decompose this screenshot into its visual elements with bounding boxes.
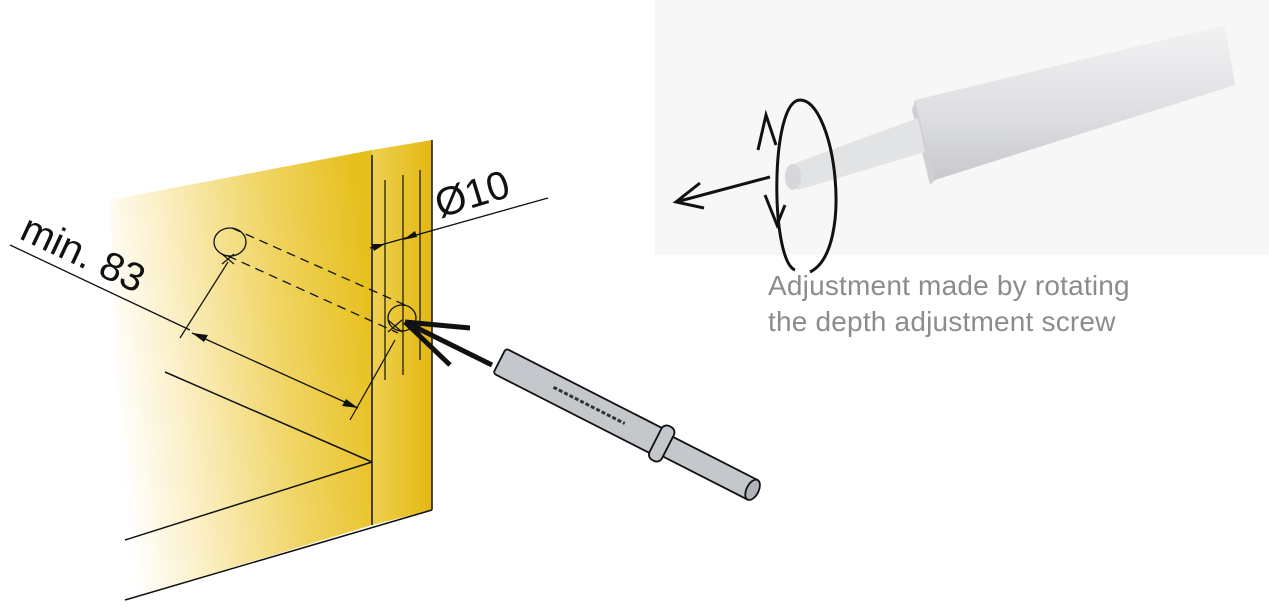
push-latch-illustration [493,348,761,501]
caption-line-1: Adjustment made by rotating [768,270,1130,301]
product-photo [655,0,1269,274]
adjustment-caption: Adjustment made by rotating the depth ad… [768,268,1130,340]
dimension-diameter: Ø10 [430,162,515,226]
caption-line-2: the depth adjustment screw [768,306,1116,337]
cabinet-illustration [9,140,549,601]
